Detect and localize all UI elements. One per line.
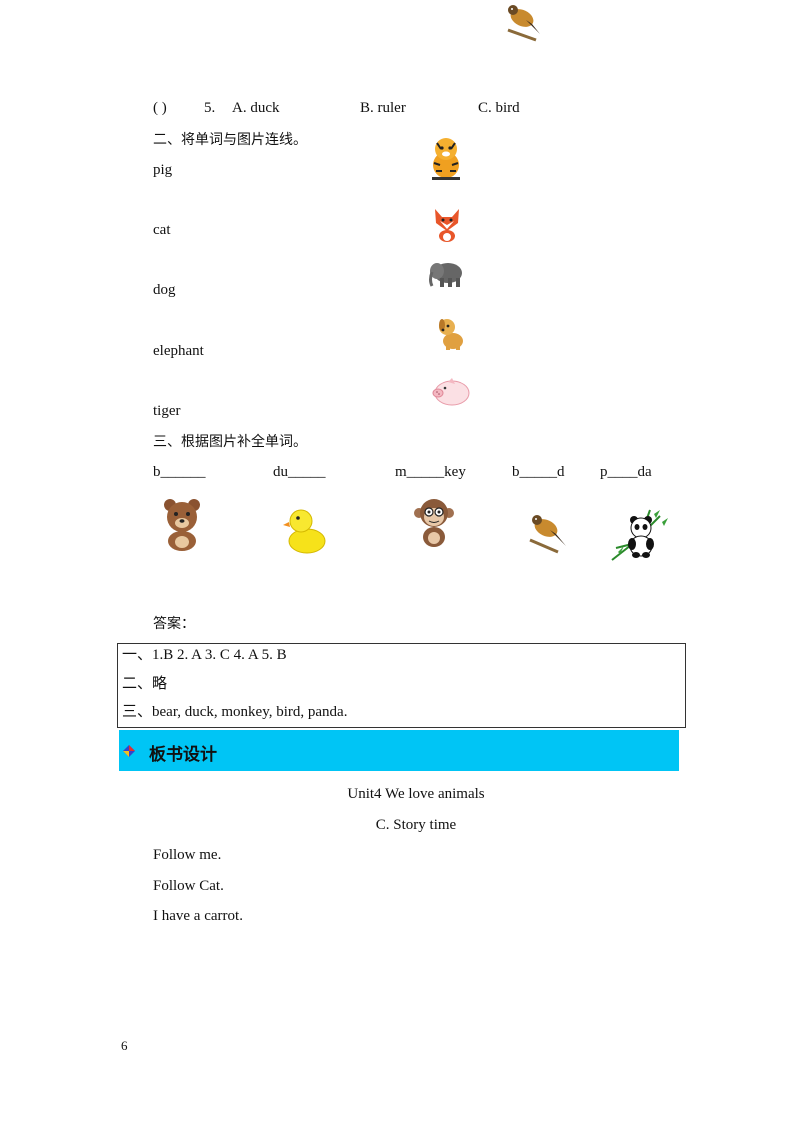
dog-icon [436,315,466,351]
q5-paren: ( ) [153,100,167,116]
pig-icon [430,376,472,408]
elephant-icon [428,260,464,288]
bear-icon [160,497,204,551]
answer-line-1: 一、1.B 2. A 3. C 4. A 5. B [122,647,287,663]
answer-line-2: 二、略 [122,676,168,692]
board-line-1: Follow me. [153,847,222,863]
q5-option-a: A. duck [232,100,280,116]
monkey-icon [414,497,454,549]
answers-label: 答案： [153,616,195,632]
blank-panda: p____da [600,464,652,480]
section2-heading: 二、将单词与图片连线。 [153,132,307,148]
board-subtitle: C. Story time [375,817,457,833]
board-unit-title: Unit4 We love animals [347,786,485,802]
board-design-banner: 板书设计 [119,730,679,771]
blank-bear: b______ [153,464,206,480]
blank-bird: b_____d [512,464,565,480]
word-elephant: elephant [153,343,204,359]
bird-icon-top [502,0,544,44]
duck-icon [283,505,327,555]
q5-option-b: B. ruler [360,100,406,116]
answer-line-3: 三、bear, duck, monkey, bird, panda. [122,704,348,720]
board-line-3: I have a carrot. [153,908,243,924]
q5-number: 5. [204,100,216,116]
bird-icon [526,510,568,554]
board-line-2: Follow Cat. [153,878,224,894]
tiger-icon [428,135,464,181]
section3-heading: 三、根据图片补全单词。 [153,434,307,450]
word-dog: dog [153,282,176,298]
answer-box: 一、1.B 2. A 3. C 4. A 5. B 二、略 三、bear, du… [117,643,686,728]
word-tiger: tiger [153,403,181,419]
q5-option-c: C. bird [478,100,520,116]
word-cat: cat [153,222,171,238]
page-number: 6 [121,1038,128,1053]
fox-icon [432,205,462,243]
panda-icon [610,508,668,562]
blank-duck: du_____ [273,464,326,480]
board-design-title: 板书设计 [149,745,217,765]
blank-monkey: m_____key [395,464,466,480]
diamond-bullet-icon [123,745,135,757]
word-pig: pig [153,162,173,178]
